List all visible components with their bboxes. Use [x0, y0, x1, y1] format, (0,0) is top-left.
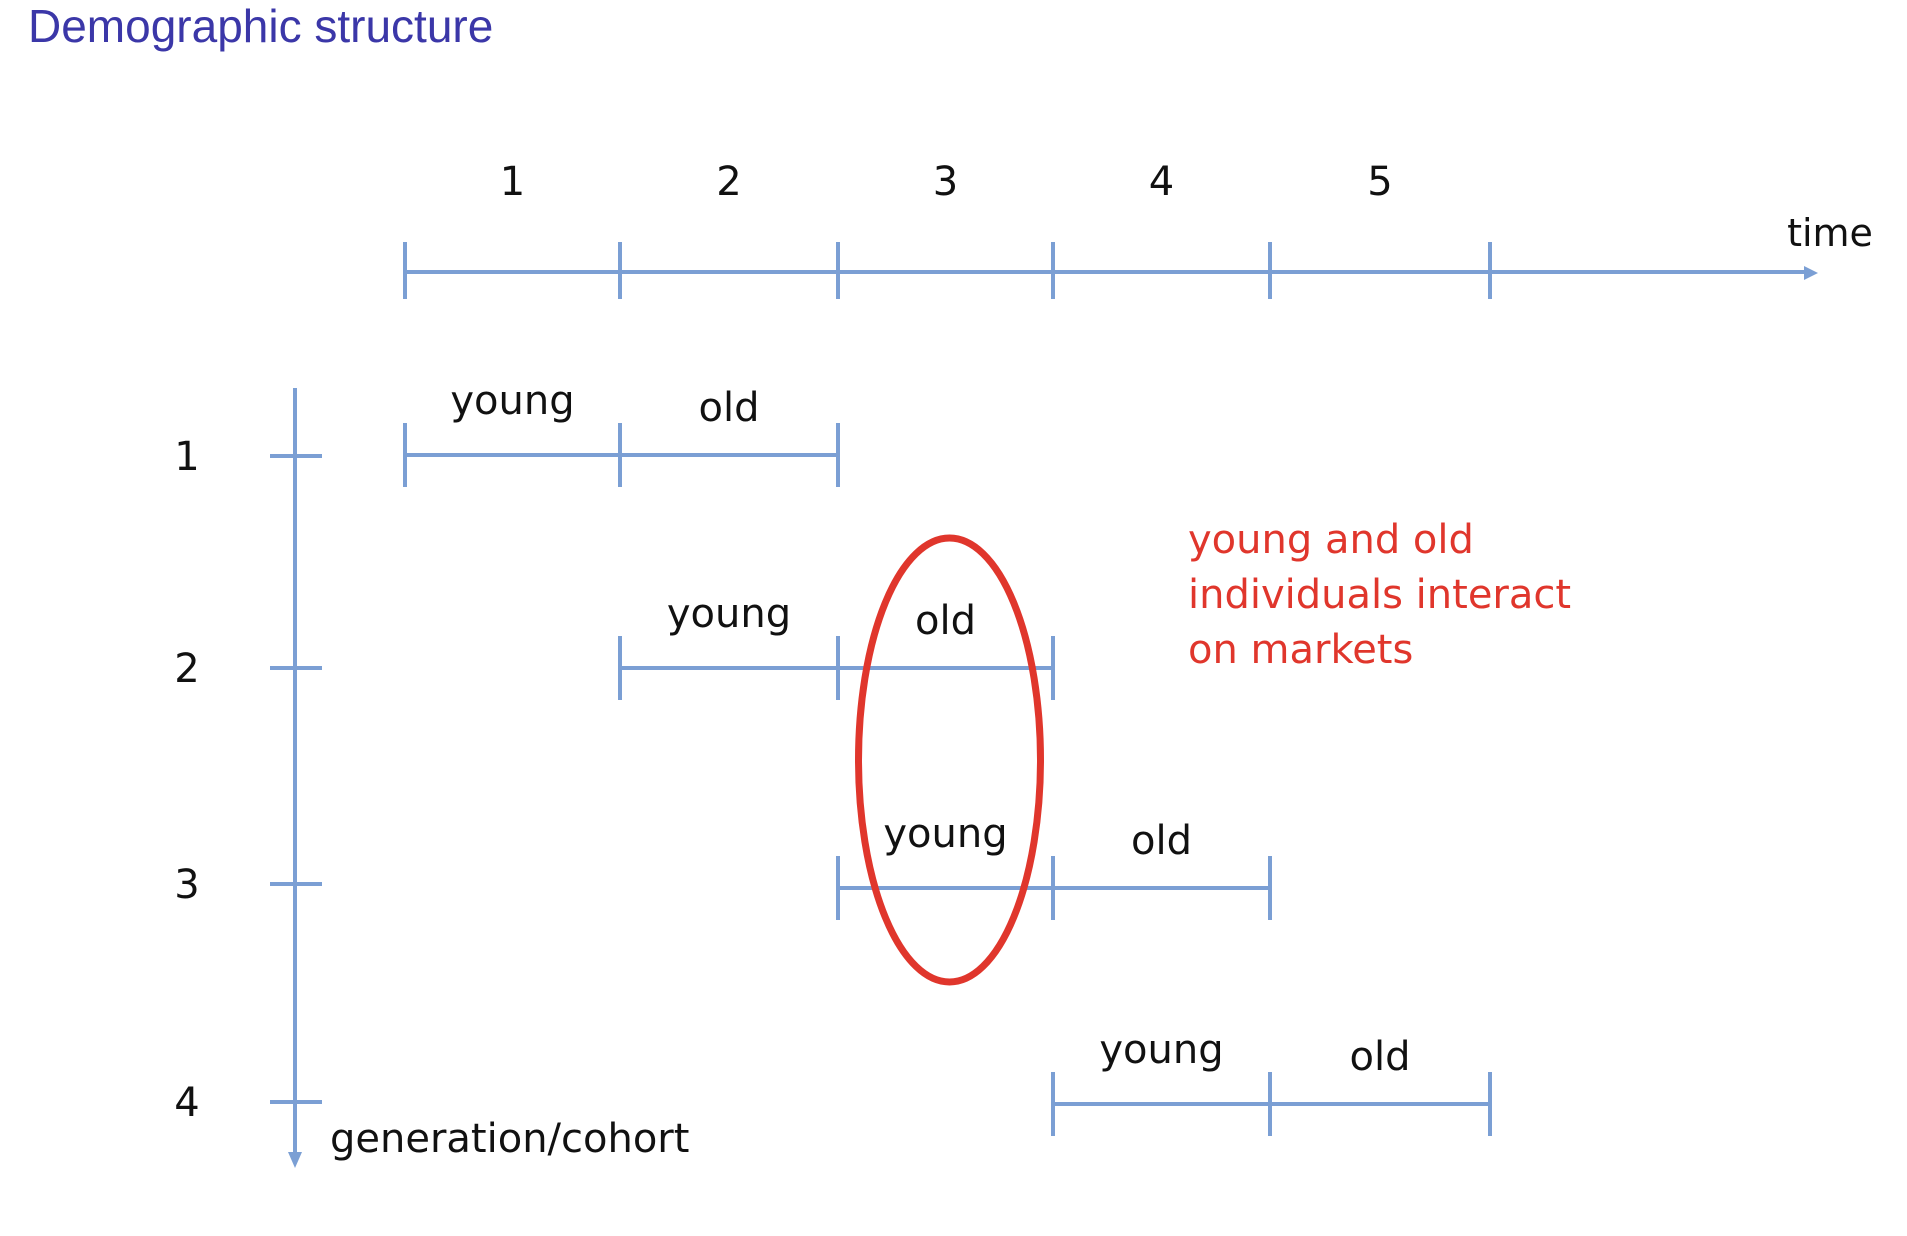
time-period-label-4: 4 — [1149, 159, 1174, 205]
generation-axis-arrowhead — [288, 1152, 302, 1168]
cohort-3-old-label: old — [1131, 818, 1192, 864]
cohort-2-old-label: old — [915, 598, 976, 644]
generation-axis-label: generation/cohort — [330, 1116, 689, 1162]
generation-label-4: 4 — [174, 1080, 199, 1126]
cohort-1-old-label: old — [699, 385, 760, 431]
cohort-2-young-label: young — [667, 591, 791, 637]
highlight-ellipse — [855, 534, 1044, 986]
page-title: Demographic structure — [28, 0, 494, 52]
cohort-1-young-label: young — [450, 378, 574, 424]
highlight-note-line-3: on markets — [1188, 627, 1413, 673]
highlight-note-line-1: young and old — [1188, 517, 1474, 563]
time-period-label-2: 2 — [716, 159, 741, 205]
time-period-label-3: 3 — [933, 159, 958, 205]
cohort-3-young-label: young — [883, 811, 1007, 857]
time-axis-arrowhead — [1804, 266, 1818, 280]
cohort-4-old-label: old — [1350, 1034, 1411, 1080]
time-period-label-5: 5 — [1367, 159, 1392, 205]
time-axis-label: time — [1787, 211, 1873, 255]
generation-label-2: 2 — [174, 646, 199, 692]
highlight-note-line-2: individuals interact — [1188, 572, 1571, 618]
generation-label-3: 3 — [174, 862, 199, 908]
time-period-label-1: 1 — [500, 159, 525, 205]
cohort-4-young-label: young — [1099, 1027, 1223, 1073]
generation-label-1: 1 — [174, 434, 199, 480]
